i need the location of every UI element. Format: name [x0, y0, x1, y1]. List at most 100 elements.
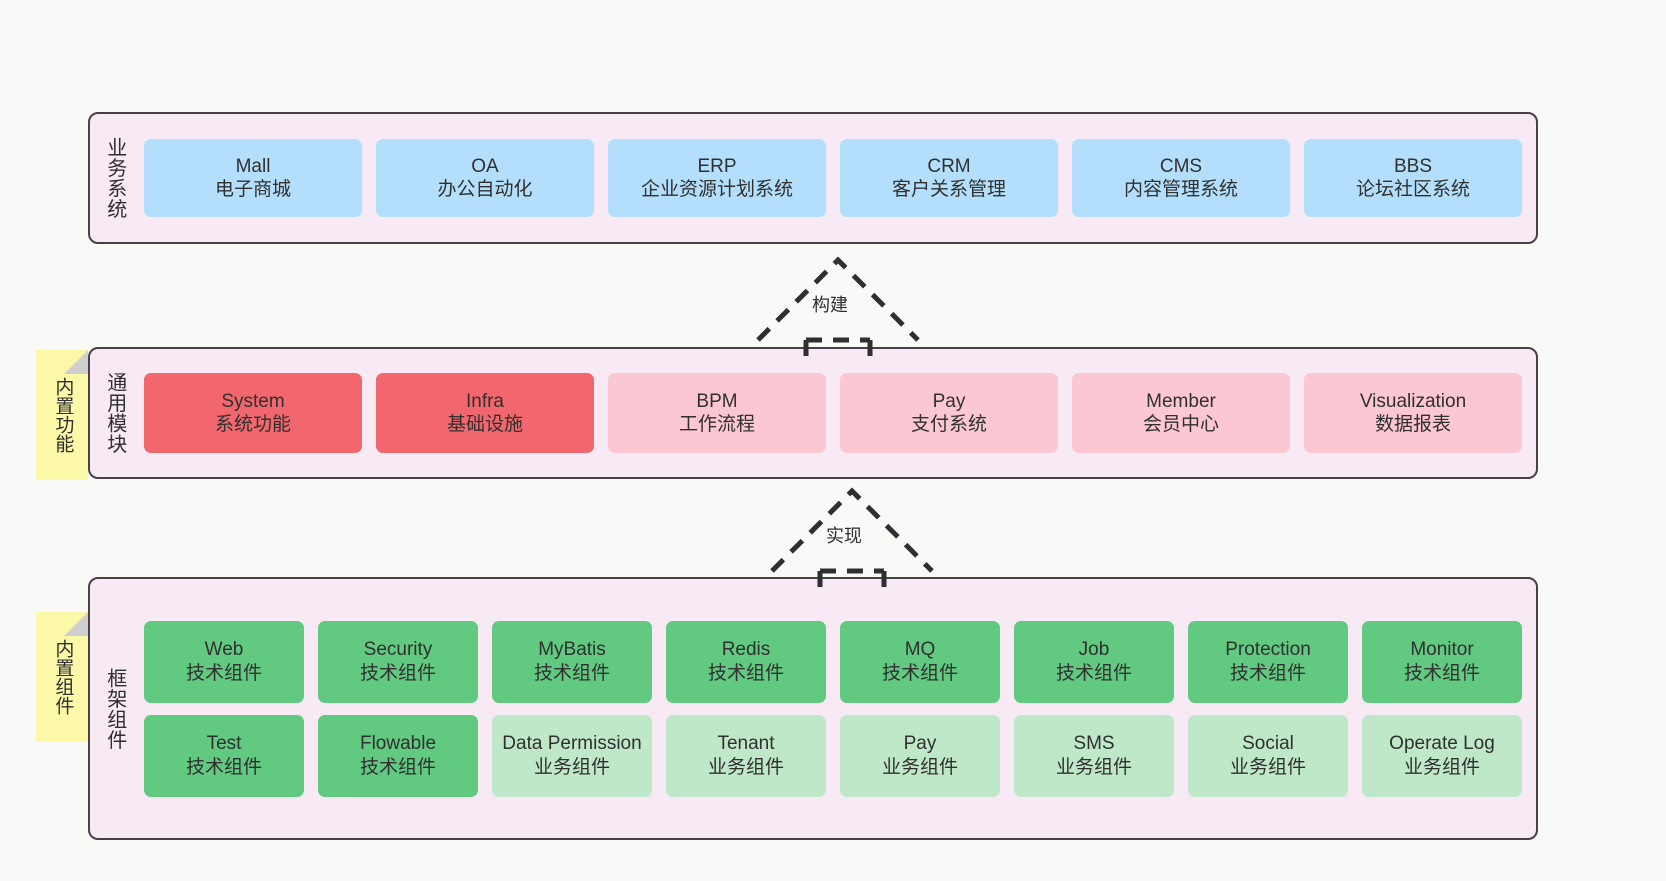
node-mall[interactable]: Mall 电子商城 — [144, 139, 362, 217]
layer-title-business: 业务系统 — [103, 137, 126, 219]
node-pay-component[interactable]: Pay 业务组件 — [840, 714, 1000, 797]
node-label-cn: 业务组件 — [1229, 756, 1306, 778]
node-mybatis[interactable]: MyBatis 技术组件 — [492, 620, 652, 703]
arrow-implement-stem — [817, 571, 887, 591]
arrow-label-build: 构建 — [812, 295, 848, 315]
node-label-cn: 客户关系管理 — [891, 179, 1006, 200]
node-label-en: Web — [204, 639, 244, 661]
node-label-cn: 业务组件 — [707, 756, 784, 778]
node-bbs[interactable]: BBS 论坛社区系统 — [1304, 139, 1522, 217]
layer-common-module: 通用模块 System 系统功能 Infra 基础设施 BPM 工作流程 Pay… — [88, 347, 1538, 479]
layer-body-framework: Web 技术组件 Security 技术组件 MyBatis 技术组件 Redi… — [138, 579, 1536, 838]
node-mq[interactable]: MQ 技术组件 — [840, 620, 1000, 703]
node-label-cn: 内容管理系统 — [1123, 179, 1238, 200]
node-label-en: Protection — [1225, 639, 1311, 661]
node-label-en: Social — [1242, 733, 1294, 755]
node-visualization[interactable]: Visualization 数据报表 — [1304, 373, 1522, 453]
node-label-en: Infra — [465, 390, 505, 412]
node-label-cn: 业务组件 — [1403, 756, 1480, 778]
node-label-en: CMS — [1159, 155, 1203, 177]
node-label-en: Test — [206, 733, 242, 755]
node-monitor[interactable]: Monitor 技术组件 — [1362, 620, 1522, 703]
node-label-cn: 技术组件 — [359, 662, 436, 684]
node-tenant[interactable]: Tenant 业务组件 — [666, 714, 826, 797]
node-label-en: System — [221, 390, 285, 412]
node-redis[interactable]: Redis 技术组件 — [666, 620, 826, 703]
node-label-en: Member — [1146, 390, 1216, 412]
node-label-cn: 支付系统 — [910, 414, 987, 435]
node-label-en: Pay — [932, 390, 966, 412]
node-label-cn: 电子商城 — [214, 179, 291, 200]
arrow-build-stem — [803, 340, 873, 358]
node-label-en: Operate Log — [1389, 733, 1495, 755]
node-system[interactable]: System 系统功能 — [144, 373, 362, 453]
node-label-en: Mall — [235, 155, 271, 177]
node-label-en: Data Permission — [502, 733, 642, 755]
node-label-cn: 技术组件 — [1055, 662, 1132, 684]
node-row: Test 技术组件 Flowable 技术组件 Data Permission … — [144, 714, 1522, 797]
node-label-cn: 业务组件 — [533, 756, 610, 778]
node-cms[interactable]: CMS 内容管理系统 — [1072, 139, 1290, 217]
node-label-en: SMS — [1073, 733, 1115, 755]
node-label-cn: 基础设施 — [446, 414, 523, 435]
node-label-en: Redis — [721, 639, 771, 661]
node-label-en: BBS — [1393, 155, 1433, 177]
node-infra[interactable]: Infra 基础设施 — [376, 373, 594, 453]
node-label-cn: 技术组件 — [881, 662, 958, 684]
node-label-en: ERP — [697, 155, 737, 177]
node-label-cn: 系统功能 — [214, 414, 291, 435]
node-label-cn: 技术组件 — [185, 662, 262, 684]
node-row: System 系统功能 Infra 基础设施 BPM 工作流程 Pay 支付系统… — [144, 373, 1522, 453]
layer-business-system: 业务系统 Mall 电子商城 OA 办公自动化 ERP 企业资源计划系统 CRM… — [88, 112, 1538, 244]
node-label-en: Flowable — [359, 733, 437, 755]
node-crm[interactable]: CRM 客户关系管理 — [840, 139, 1058, 217]
node-label-cn: 企业资源计划系统 — [640, 179, 793, 200]
node-security[interactable]: Security 技术组件 — [318, 620, 478, 703]
arrow-implement — [770, 487, 934, 574]
node-flowable[interactable]: Flowable 技术组件 — [318, 714, 478, 797]
layer-title-common: 通用模块 — [103, 372, 126, 454]
node-job[interactable]: Job 技术组件 — [1014, 620, 1174, 703]
node-label-en: Monitor — [1410, 639, 1474, 661]
layer-framework-component: 框架组件 Web 技术组件 Security 技术组件 MyBatis 技术组件… — [88, 577, 1538, 840]
node-oa[interactable]: OA 办公自动化 — [376, 139, 594, 217]
node-label-cn: 工作流程 — [678, 414, 755, 435]
node-label-cn: 技术组件 — [707, 662, 784, 684]
node-label-en: MQ — [904, 639, 936, 661]
node-member[interactable]: Member 会员中心 — [1072, 373, 1290, 453]
node-label-en: Visualization — [1359, 390, 1467, 412]
node-label-en: BPM — [696, 390, 738, 412]
layer-title-framework: 框架组件 — [103, 667, 126, 750]
node-label-en: CRM — [927, 155, 971, 177]
node-label-en: Pay — [903, 733, 937, 755]
node-label-en: Tenant — [717, 733, 775, 755]
node-label-en: Job — [1078, 639, 1110, 661]
arrow-label-implement: 实现 — [826, 526, 862, 546]
node-row: Mall 电子商城 OA 办公自动化 ERP 企业资源计划系统 CRM 客户关系… — [144, 139, 1522, 217]
node-label-cn: 技术组件 — [185, 756, 262, 778]
node-label-en: OA — [471, 155, 499, 177]
sticky-note-builtin-function: 内置功能 — [36, 350, 88, 480]
node-label-cn: 技术组件 — [1229, 662, 1306, 684]
node-operate-log[interactable]: Operate Log 业务组件 — [1362, 714, 1522, 797]
node-data-permission[interactable]: Data Permission 业务组件 — [492, 714, 652, 797]
node-pay-module[interactable]: Pay 支付系统 — [840, 373, 1058, 453]
node-label-cn: 论坛社区系统 — [1355, 179, 1470, 200]
node-label-cn: 办公自动化 — [437, 179, 533, 200]
node-label-cn: 数据报表 — [1374, 414, 1451, 435]
node-row: Web 技术组件 Security 技术组件 MyBatis 技术组件 Redi… — [144, 620, 1522, 703]
node-erp[interactable]: ERP 企业资源计划系统 — [608, 139, 826, 217]
node-test[interactable]: Test 技术组件 — [144, 714, 304, 797]
node-protection[interactable]: Protection 技术组件 — [1188, 620, 1348, 703]
sticky-note-builtin-component: 内置组件 — [36, 612, 88, 742]
node-label-en: Security — [363, 639, 433, 661]
node-label-cn: 技术组件 — [533, 662, 610, 684]
layer-body-business: Mall 电子商城 OA 办公自动化 ERP 企业资源计划系统 CRM 客户关系… — [138, 114, 1536, 242]
node-web[interactable]: Web 技术组件 — [144, 620, 304, 703]
node-social[interactable]: Social 业务组件 — [1188, 714, 1348, 797]
node-sms[interactable]: SMS 业务组件 — [1014, 714, 1174, 797]
node-bpm[interactable]: BPM 工作流程 — [608, 373, 826, 453]
node-label-cn: 会员中心 — [1142, 414, 1219, 435]
node-label-cn: 技术组件 — [359, 756, 436, 778]
